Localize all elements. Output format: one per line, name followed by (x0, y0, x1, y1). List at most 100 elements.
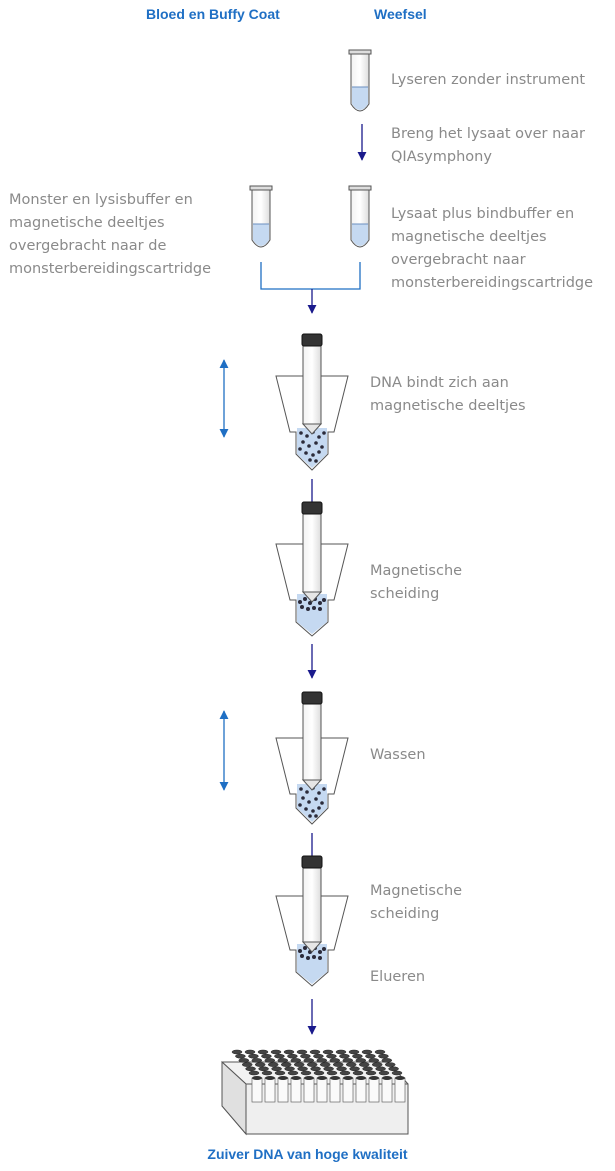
rack-tube-cap (335, 1049, 347, 1055)
rack-tube-cap (313, 1053, 324, 1059)
rack-tube-cap (270, 1049, 282, 1055)
rack-tube-cap (290, 1058, 302, 1063)
rack-tube-cap (382, 1076, 392, 1080)
rack-tube (355, 1077, 367, 1103)
rack-tube-cap (375, 1066, 386, 1072)
rack-tube-cap (348, 1049, 360, 1055)
rack-tube (251, 1077, 263, 1103)
left-input-label-4: monsterbereidingscartridge (9, 261, 212, 277)
rack-tube-cap (339, 1053, 350, 1059)
cartridge-icon-bind (275, 333, 349, 471)
rack-tube-cap (277, 1058, 289, 1063)
rack-tube-cap (306, 1062, 318, 1067)
rack-tube-cap (248, 1070, 260, 1076)
rack-tube-cap (238, 1058, 250, 1063)
rack-tube-cap (343, 1076, 353, 1080)
rack-tube-cap (300, 1053, 311, 1059)
step-transfer-label-1: Breng het lysaat over naar (391, 126, 586, 142)
rack-tube-cap (278, 1076, 288, 1080)
rack-tube-cap (274, 1053, 285, 1059)
rack-tube-cap (313, 1070, 325, 1076)
rack-tube-cap (293, 1062, 305, 1067)
rack-tube-cap (336, 1066, 347, 1072)
step-separation-1-label-2: scheiding (370, 586, 440, 602)
rack-tube-cap (244, 1049, 256, 1055)
rack-tube-cap (264, 1058, 276, 1063)
rack-tube-cap (316, 1058, 328, 1063)
rack-tube-cap (304, 1076, 314, 1080)
rack-tube-cap (303, 1058, 315, 1063)
rack-tube-cap (323, 1066, 334, 1072)
rack-tube-cap (362, 1066, 373, 1072)
right-input-label-1: Lysaat plus bindbuffer en (391, 206, 575, 222)
rack-tube-cap (261, 1070, 273, 1076)
rack-tube-cap (309, 1049, 321, 1055)
rack-tube (342, 1077, 354, 1103)
tube-icon-tissue (348, 185, 372, 248)
rack-tube-cap (352, 1053, 363, 1059)
rack-tube-cap (319, 1062, 331, 1067)
rack-tube-cap (378, 1070, 390, 1076)
rack-tube (290, 1077, 302, 1103)
tube-icon-blood (249, 185, 273, 248)
left-input-label-2: magnetische deeltjes (9, 215, 165, 231)
cartridge-icon-separation-1 (275, 501, 349, 637)
rack-tube-cap (352, 1070, 364, 1076)
right-input-label-4: monsterbereidingscartridge (391, 275, 594, 291)
left-input-label-3: overgebracht naar de (9, 238, 167, 254)
rack-tube-cap (245, 1066, 256, 1072)
merge-connector (260, 262, 361, 314)
tube-icon-tissue-lysis (348, 49, 372, 112)
header-tissue: Weefsel (374, 6, 427, 22)
cartridge-icon-separation-2 (275, 855, 349, 987)
rack-tube-cap (384, 1062, 396, 1067)
step-separation-2-label-2: scheiding (370, 906, 440, 922)
step-separation-2-label-1: Magnetische (370, 883, 463, 899)
step-elute-label: Elueren (370, 969, 426, 985)
rack-tube-cap (297, 1066, 308, 1072)
rack-tube-cap (345, 1062, 357, 1067)
rack-tube-cap (231, 1049, 243, 1055)
rack-tube (303, 1077, 315, 1103)
cartridge-icon-wash (275, 691, 349, 825)
rack-tube-cap (374, 1049, 386, 1055)
rack-tube-cap (388, 1066, 399, 1072)
rack-tube-cap (326, 1053, 337, 1059)
step-bind-label-2: magnetische deeltjes (370, 398, 526, 414)
rack-tube-cap (291, 1076, 301, 1080)
rack-tube-cap (326, 1070, 338, 1076)
rack-tube-cap (361, 1049, 373, 1055)
rack-tube-cap (271, 1066, 282, 1072)
step-wash-label: Wassen (370, 747, 426, 763)
rack-tube-cap (371, 1062, 383, 1067)
rack-tube (264, 1077, 276, 1103)
step-lyse-label: Lyseren zonder instrument (391, 72, 586, 88)
rack-tube-cap (284, 1066, 295, 1072)
step-transfer-label-2: QIAsymphony (391, 149, 492, 165)
rack-tube (368, 1077, 380, 1103)
rack-tube-cap (332, 1062, 344, 1067)
elution-rack-icon (221, 1049, 409, 1136)
rack-tube-cap (381, 1058, 393, 1063)
rack-tube-cap (330, 1076, 340, 1080)
rack-tube-cap (369, 1076, 379, 1080)
rack-tube-cap (280, 1062, 292, 1067)
rack-tube-cap (342, 1058, 354, 1063)
step-separation-1-label-1: Magnetische (370, 563, 463, 579)
rack-tube-cap (248, 1053, 259, 1059)
rack-tube-cap (258, 1066, 269, 1072)
rack-tube-cap (254, 1062, 266, 1067)
rack-tube-cap (252, 1076, 262, 1080)
rack-tube-cap (355, 1058, 367, 1063)
rack-tube-cap (257, 1049, 269, 1055)
rack-tube-cap (395, 1076, 405, 1080)
rack-tube-cap (356, 1076, 366, 1080)
rack-tube-cap (391, 1070, 403, 1076)
rack-tube (329, 1077, 341, 1103)
rack-tube-cap (287, 1070, 299, 1076)
header-blood-buffy-coat: Bloed en Buffy Coat (146, 6, 280, 22)
rack-tube-cap (267, 1062, 279, 1067)
rack-tube-cap (349, 1066, 360, 1072)
rack-tube-cap (365, 1070, 377, 1076)
rack-tube-cap (251, 1058, 263, 1063)
